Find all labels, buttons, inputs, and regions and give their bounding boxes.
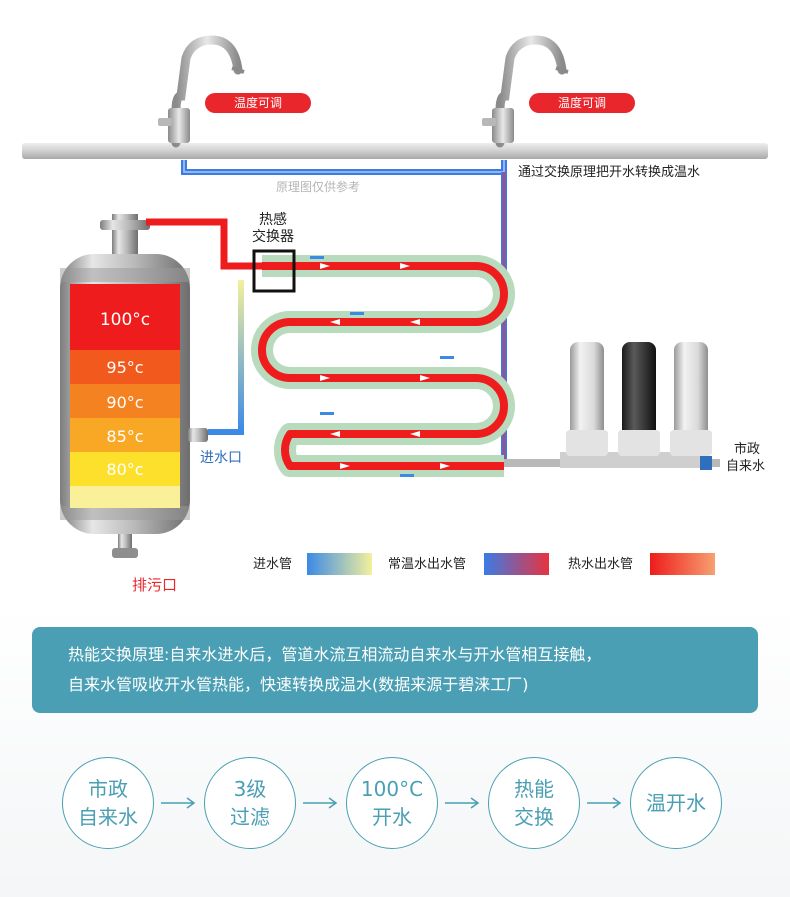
heat-exchange-coil xyxy=(251,255,515,477)
plumbing-illustration xyxy=(22,35,768,558)
step-exchange: 热能 交换 xyxy=(488,757,580,849)
hot-supply-pipe xyxy=(146,218,262,270)
step-warm-water: 温开水 xyxy=(630,757,722,849)
tank-temp-band xyxy=(70,350,180,384)
legend-inlet-label: 进水管 xyxy=(253,557,293,572)
arrow-right-icon xyxy=(303,797,338,809)
step-line: 100°C xyxy=(360,777,424,801)
legend-normal-swatch xyxy=(484,553,549,575)
arrow-right-icon xyxy=(587,797,622,809)
principle-note: 通过交换原理把开水转换成温水 xyxy=(518,165,701,180)
tank-temp-band xyxy=(70,418,180,452)
exchanger-label-line2: 交换器 xyxy=(252,229,294,245)
step-line: 自来水 xyxy=(78,805,138,829)
tank-band-label: 100°c xyxy=(99,310,151,330)
tank-band-label: 80°c xyxy=(106,460,144,479)
arrow-right-icon xyxy=(161,797,196,809)
boiler-tank xyxy=(60,214,208,558)
temp-adjust-badge-right: 温度可调 xyxy=(529,93,635,113)
info-line-2: 自来水管吸收开水管热能，快速转换成温水(数据来源于碧涞工厂) xyxy=(68,675,529,694)
tank-band-label: 95°c xyxy=(106,358,144,377)
inlet-pipe xyxy=(208,280,244,435)
step-line: 市政 xyxy=(88,777,128,801)
faucet-right xyxy=(482,35,569,148)
info-box: 热能交换原理:自来水进水后，管道水流互相流动自来水与开水管相互接触， 自来水管吸… xyxy=(32,627,758,713)
step-line: 开水 xyxy=(372,805,412,829)
step-filter: 3级 过滤 xyxy=(204,757,296,849)
legend-hot-label: 热水出水管 xyxy=(568,557,634,572)
municipal-label-line1: 市政 xyxy=(734,442,761,457)
step-boiling: 100°C 开水 xyxy=(346,757,438,849)
outlet-pipe-top xyxy=(181,160,507,175)
countertop xyxy=(22,143,768,159)
step-line: 交换 xyxy=(514,805,554,829)
legend-inlet-swatch xyxy=(307,553,372,575)
step-line: 热能 xyxy=(514,777,554,801)
tank-temp-band xyxy=(70,452,180,486)
legend-hot-swatch xyxy=(650,553,715,575)
filter-unit xyxy=(560,342,712,468)
tank-band-label: 90°c xyxy=(106,393,144,412)
step-line: 温开水 xyxy=(646,791,706,815)
drain-label: 排污口 xyxy=(132,576,178,594)
tank-band-label: 85°c xyxy=(106,427,144,446)
exchanger-label-line1: 热感 xyxy=(259,212,287,228)
tank-temp-band xyxy=(70,384,180,418)
step-municipal: 市政 自来水 xyxy=(62,757,154,849)
tank-temp-band xyxy=(70,284,180,350)
legend-normal-label: 常温水出水管 xyxy=(388,557,467,572)
arrow-right-icon xyxy=(445,797,480,809)
municipal-label-line2: 自来水 xyxy=(726,459,766,474)
step-line: 过滤 xyxy=(230,805,270,829)
temp-adjust-badge-left: 温度可调 xyxy=(205,93,311,113)
inlet-label: 进水口 xyxy=(200,450,242,466)
step-line: 3级 xyxy=(233,777,267,801)
reference-note: 原理图仅供参考 xyxy=(276,180,361,194)
heat-exchanger-box xyxy=(252,249,296,293)
info-line-1: 热能交换原理:自来水进水后，管道水流互相流动自来水与开水管相互接触， xyxy=(68,645,602,664)
tank-temp-band xyxy=(70,486,180,508)
faucet-left xyxy=(158,35,245,148)
